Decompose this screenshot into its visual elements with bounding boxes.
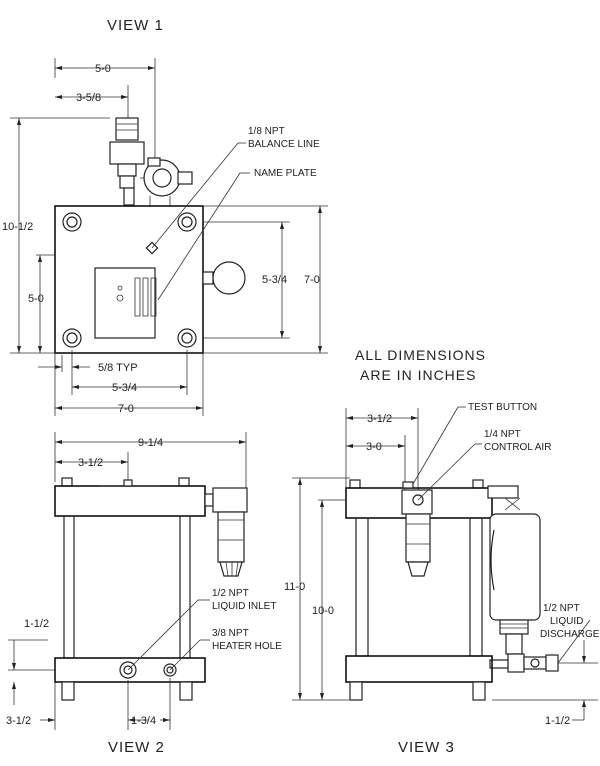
dim-v3-b: 3-0 [366, 441, 382, 453]
note-line-2: ARE IN INCHES [360, 367, 476, 383]
callout-nameplate: NAME PLATE [254, 168, 317, 179]
dim-v1-bottom-inner: 5-3/4 [112, 382, 137, 394]
dim-v1-typ: 5/8 TYP [98, 362, 138, 374]
callout-heater-1: 3/8 NPT [212, 628, 249, 639]
view2-filter-head [212, 487, 248, 513]
dim-v3-outer: 11-0 [284, 581, 305, 593]
callout-inlet-2: LIQUID INLET [212, 601, 276, 612]
dim-v1-bottom-outer: 7-0 [118, 403, 134, 415]
dim-v3-bottom: 1-1/2 [545, 715, 570, 727]
dim-v2-bottom-left: 3-1/2 [6, 715, 31, 727]
dim-v3-inner: 10-0 [312, 605, 334, 617]
callout-test-button: TEST BUTTON [468, 402, 537, 413]
callout-balance-1: 1/8 NPT [248, 126, 285, 137]
dim-v3-a: 3-1/2 [367, 413, 392, 425]
callout-heater-2: HEATER HOLE [212, 641, 282, 652]
callout-discharge-3: DISCHARGE [540, 629, 600, 640]
dim-v1-right-outer: 7-0 [304, 274, 320, 286]
view1-title: VIEW 1 [107, 17, 164, 34]
dim-v2-half: 3-1/2 [78, 457, 103, 469]
view2-bottom-plate [54, 657, 206, 683]
callout-control-2: CONTROL AIR [484, 442, 551, 453]
callout-discharge-1: 1/2 NPT [543, 603, 580, 614]
callout-balance-2: BALANCE LINE [248, 139, 320, 150]
dim-v2-bottom-mid: 1-3/4 [131, 715, 156, 727]
view2-title: VIEW 2 [108, 739, 165, 756]
callout-discharge-2: LIQUID [550, 616, 583, 627]
dim-v1-height: 10-1/2 [2, 221, 33, 233]
dim-v2-width: 9-1/4 [138, 437, 163, 449]
view2-top-plate [54, 485, 206, 517]
dim-v1-right-inner: 5-3/4 [262, 274, 287, 286]
view3-bottom-plate [345, 655, 493, 683]
note-line-1: ALL DIMENSIONS [355, 347, 486, 363]
name-plate [94, 267, 156, 339]
view3-title: VIEW 3 [398, 739, 455, 756]
dim-v1-fitting: 3-5/8 [76, 92, 101, 104]
view3-filter-head [401, 489, 433, 515]
dim-v2-left-low: 1-1/2 [24, 618, 49, 630]
view3-cylinder [489, 513, 541, 621]
dim-v1-left: 5-0 [28, 293, 44, 305]
callout-control-1: 1/4 NPT [484, 429, 521, 440]
dim-v1-top: 5-0 [95, 63, 111, 75]
gauge-circle [212, 261, 246, 295]
callout-inlet-1: 1/2 NPT [212, 588, 249, 599]
fitting-body [115, 117, 139, 141]
